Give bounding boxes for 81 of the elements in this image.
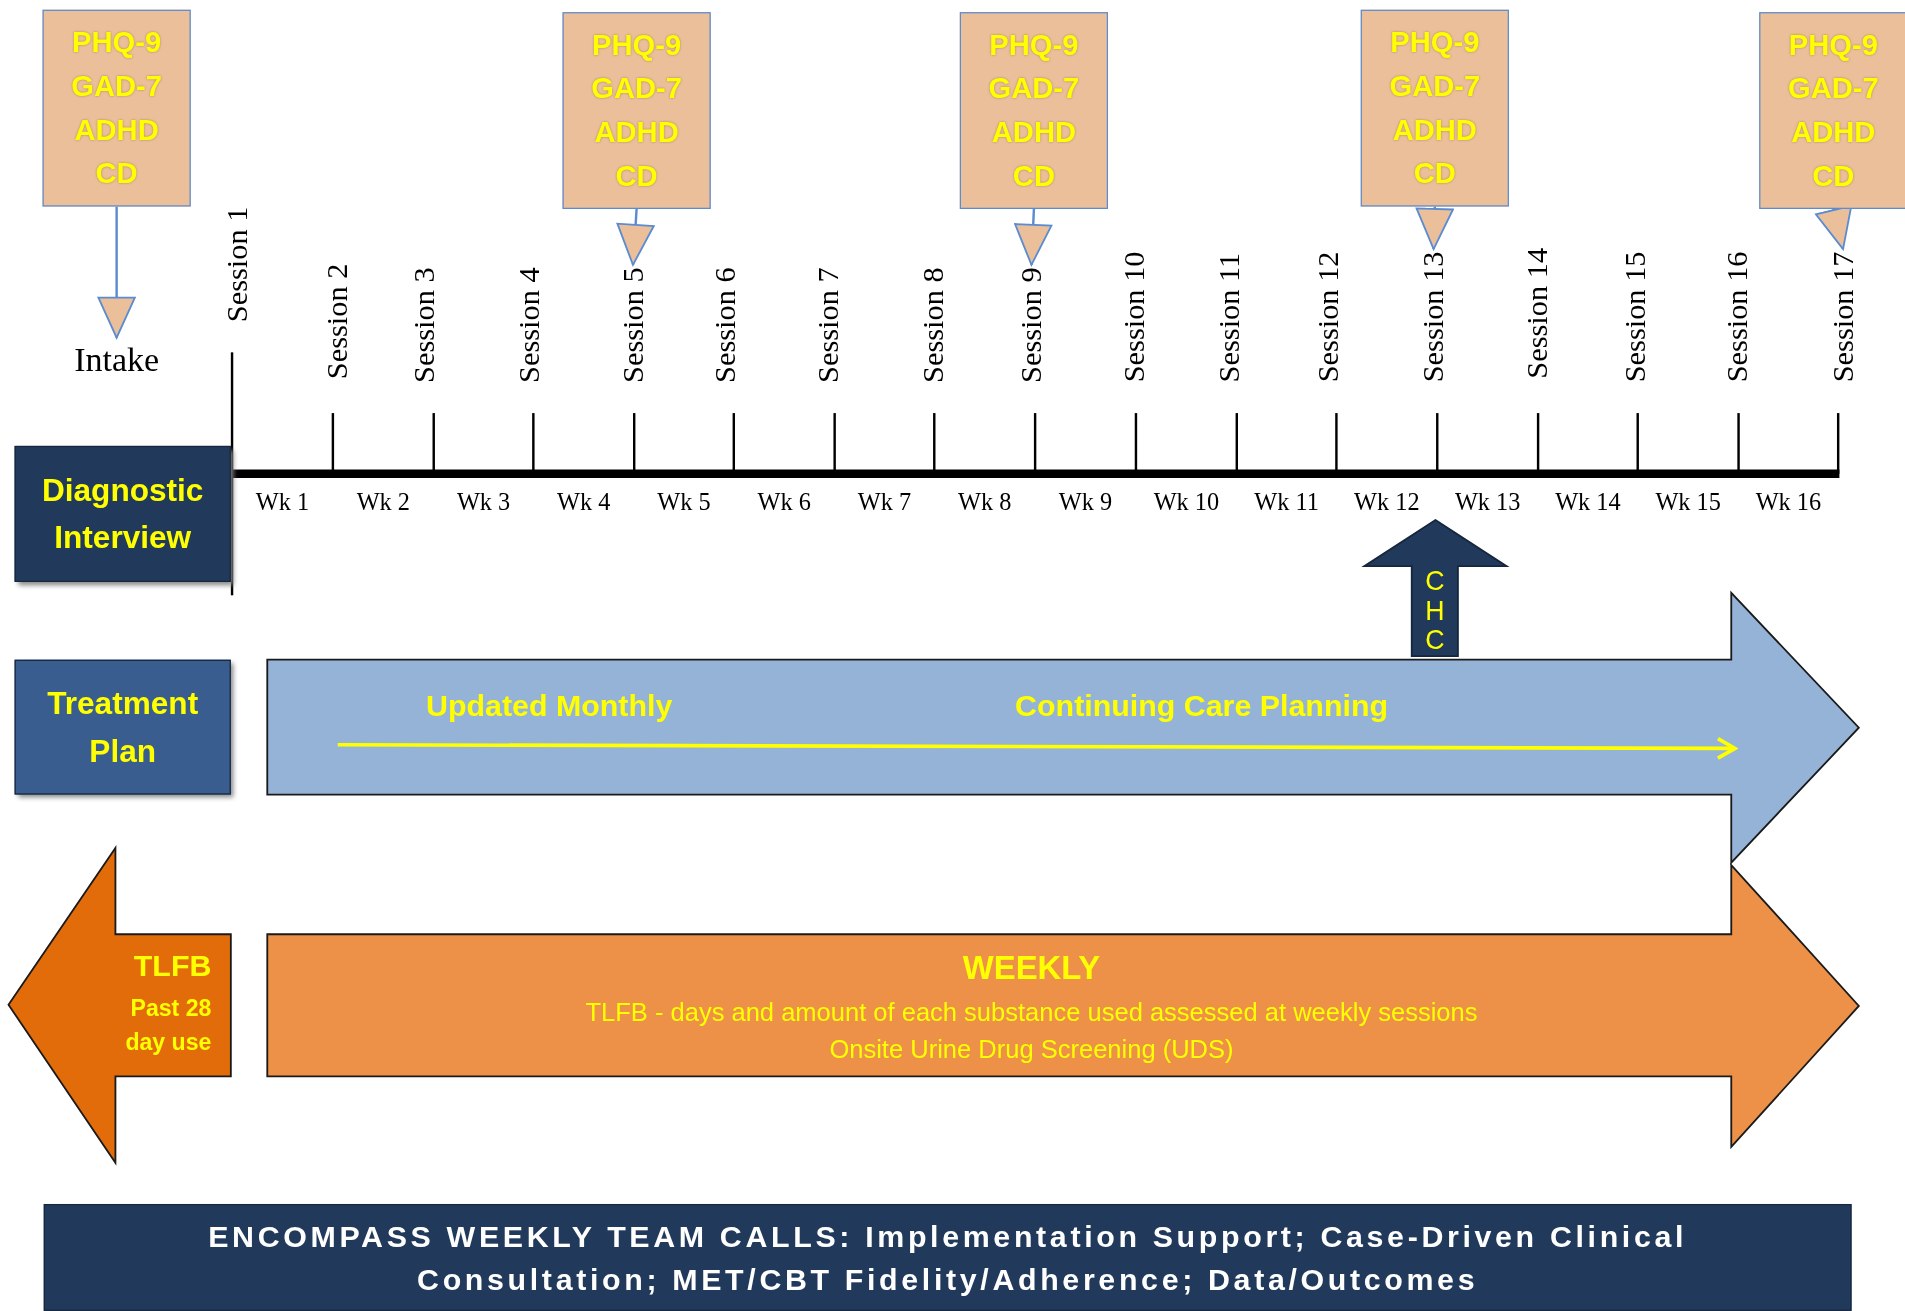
- measure-name: PHQ-9: [72, 24, 162, 61]
- session-label: Session 15: [1619, 251, 1652, 383]
- week-label: Wk 4: [557, 488, 611, 517]
- up-arrow: [1364, 520, 1507, 657]
- measure-name: PHQ-9: [989, 26, 1079, 63]
- session-label: Session 13: [1417, 251, 1450, 383]
- arrow-label: CHC: [1424, 567, 1446, 655]
- measure-name: GAD-7: [1389, 68, 1481, 105]
- session-label: Session 17: [1827, 251, 1859, 383]
- plan-box: [14, 659, 231, 795]
- arrow: [1014, 208, 1053, 266]
- assessment-box: [42, 9, 191, 207]
- week-label: Wk 7: [857, 488, 912, 517]
- measure-name: GAD-7: [591, 70, 682, 107]
- week-label: Wk 6: [757, 488, 811, 517]
- week-label: Wk 8: [958, 488, 1012, 517]
- measure-name: CD: [1812, 158, 1855, 194]
- session-label: Session 5: [617, 267, 649, 383]
- week-label: Wk 3: [456, 488, 511, 517]
- band-note: Past 28 day use: [124, 994, 212, 1057]
- band-note: Onsite Urine Drug Screening (UDS): [829, 1035, 1234, 1065]
- box-title: Diagnostic Interview: [40, 470, 205, 558]
- band-label: Updated Monthly: [425, 687, 673, 723]
- session-label: Session 6: [709, 267, 742, 383]
- measure-name: GAD-7: [1787, 70, 1879, 107]
- week-label: Wk 9: [1058, 488, 1113, 517]
- measure-name: CD: [615, 158, 658, 194]
- session-label: Session 14: [1521, 247, 1553, 379]
- banner-text: ENCOMPASS WEEKLY TEAM CALLS: Implementation Support; Case-Driven Clinical Consultation; MET/CBT Fidelity/Adherence; Data/Outcomes: [207, 1217, 1689, 1299]
- week-label: Wk 14: [1555, 488, 1621, 517]
- measure-name: ADHD: [1791, 114, 1876, 151]
- assessment-box: [959, 12, 1108, 209]
- week-label: Wk 16: [1755, 488, 1822, 517]
- measure-name: GAD-7: [71, 68, 162, 105]
- measure-name: CD: [1012, 158, 1055, 194]
- right-arrow-band: [267, 865, 1859, 1147]
- arrow: [97, 206, 136, 339]
- measure-name: ADHD: [74, 112, 159, 148]
- week-label: Wk 10: [1153, 488, 1220, 517]
- week-label: Wk 5: [657, 488, 711, 517]
- week-label: Wk 12: [1354, 488, 1420, 517]
- session-label: Session 9: [1015, 267, 1048, 383]
- measure-name: CD: [95, 155, 138, 192]
- session-label: Session 3: [408, 267, 440, 383]
- measure-name: GAD-7: [988, 70, 1080, 107]
- measure-name: PHQ-9: [1390, 24, 1480, 61]
- week-label: Wk 11: [1254, 488, 1319, 517]
- session-label: Session 11: [1213, 252, 1246, 383]
- left-arrow-band: [8, 848, 231, 1163]
- session-label: Session 8: [917, 267, 949, 383]
- measure-name: PHQ-9: [592, 26, 682, 63]
- team-calls-banner: [43, 1204, 1852, 1311]
- session-label: Session 7: [812, 267, 845, 383]
- band-note: TLFB - days and amount of each substance used assessed at weekly sessions: [585, 997, 1478, 1027]
- band-title: WEEKLY: [962, 950, 1101, 988]
- session-label: Session 16: [1721, 251, 1754, 383]
- arrow: [616, 208, 655, 266]
- assessment-box: [1759, 12, 1905, 209]
- session-label: Session 4: [513, 267, 546, 383]
- measure-name: ADHD: [991, 114, 1076, 151]
- session-label: Session 2: [321, 263, 354, 380]
- week-label: Wk 13: [1454, 488, 1521, 517]
- measure-name: PHQ-9: [1788, 26, 1878, 63]
- session-label: Session 1: [221, 206, 253, 323]
- arrow: [1415, 206, 1454, 250]
- band-title: TLFB: [133, 947, 212, 982]
- session-label: Session 12: [1312, 251, 1344, 383]
- week-label: Wk 15: [1655, 488, 1721, 517]
- measure-name: ADHD: [1392, 112, 1477, 148]
- interview-box: [14, 445, 231, 582]
- band-label: Continuing Care Planning: [1015, 687, 1388, 723]
- assessment-box: [562, 12, 711, 209]
- measure-name: ADHD: [594, 114, 679, 151]
- intake-label: Intake: [74, 340, 160, 380]
- session-label: Session 10: [1118, 251, 1151, 383]
- week-label: Wk 1: [255, 488, 310, 517]
- assessment-box: [1360, 9, 1509, 207]
- week-label: Wk 2: [356, 488, 410, 517]
- box-title: Treatment Plan: [46, 683, 200, 771]
- right-arrow-band: [267, 592, 1859, 863]
- measure-name: CD: [1413, 155, 1456, 192]
